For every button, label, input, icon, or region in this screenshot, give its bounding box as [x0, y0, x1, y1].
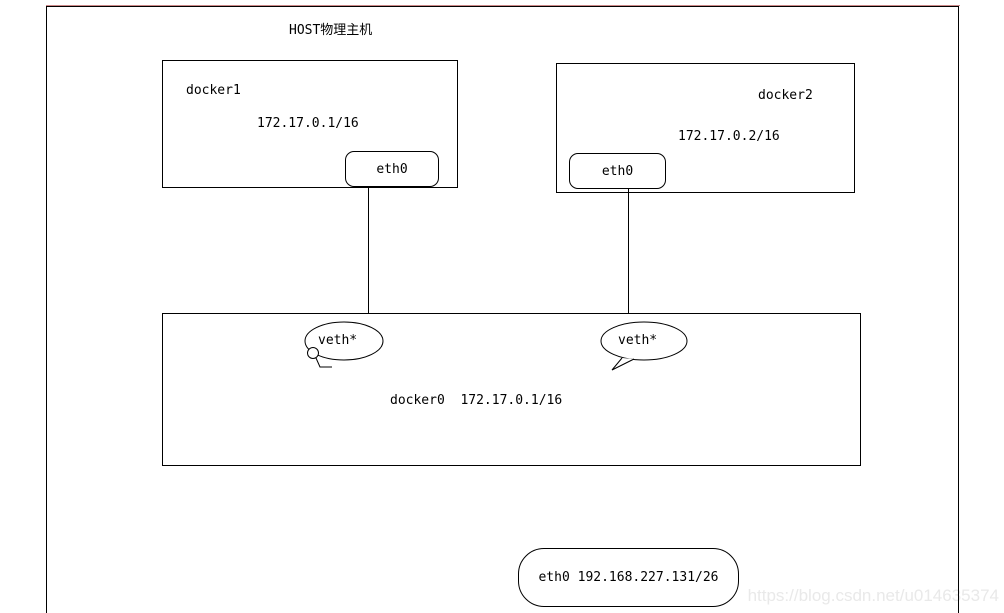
docker2-ip: 172.17.0.2/16 — [678, 129, 780, 144]
page-title: HOST物理主机 — [289, 23, 373, 38]
veth-right-callout-shape — [600, 321, 688, 371]
watermark: https://blog.csdn.net/u014635374 — [747, 586, 999, 605]
veth-right-label: veth* — [618, 333, 658, 348]
veth-left-label: veth* — [318, 333, 358, 348]
docker2-eth0-label: eth0 — [601, 163, 634, 179]
diagram-frame — [46, 6, 959, 613]
docker2-eth0-box: eth0 — [569, 153, 666, 189]
docker0-label: docker0 172.17.0.1/16 — [390, 393, 563, 408]
docker0-bridge-box — [162, 313, 861, 466]
frame-top-accent-line — [46, 5, 960, 6]
connector-line-docker1-bridge — [368, 187, 369, 313]
docker1-eth0-box: eth0 — [345, 151, 439, 187]
connector-line-docker2-bridge — [628, 189, 629, 313]
docker1-eth0-label: eth0 — [376, 161, 408, 177]
host-eth0-box: eth0 192.168.227.131/26 — [518, 548, 739, 607]
docker2-label: docker2 — [758, 88, 813, 103]
host-eth0-label: eth0 192.168.227.131/26 — [538, 570, 719, 585]
docker1-ip: 172.17.0.1/16 — [257, 116, 359, 131]
docker1-label: docker1 — [186, 83, 241, 98]
veth-left-callout-shape — [304, 321, 384, 368]
